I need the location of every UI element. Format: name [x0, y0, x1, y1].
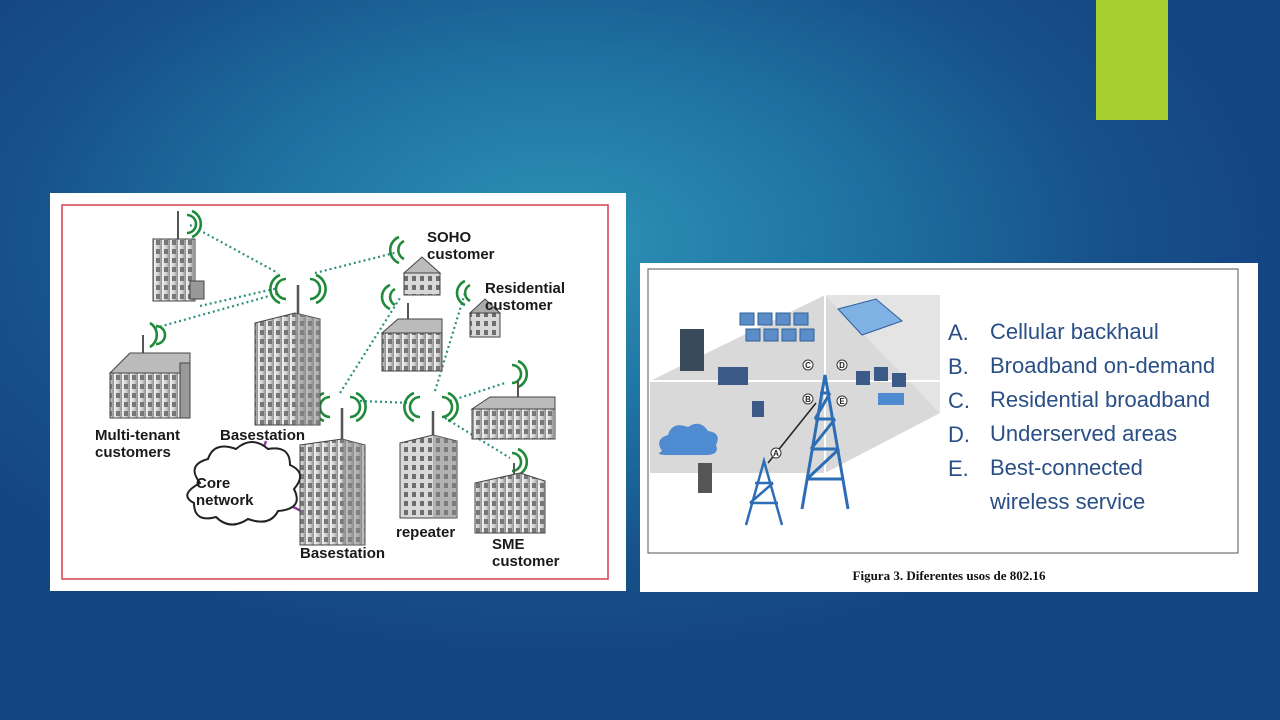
uses-list: A. Cellular backhaul B. Broadband on-deman… [948, 315, 1248, 519]
svg-text:B: B [805, 395, 811, 404]
use-text: Underserved areas [990, 421, 1178, 446]
server-building [680, 329, 704, 371]
sme-customer-label: SME customer [492, 536, 560, 570]
accent-bar [1096, 0, 1168, 120]
internet-cloud [659, 423, 718, 455]
soho-customer-label: SOHO customer [427, 229, 495, 263]
use-markers: A B C D E [770, 359, 848, 459]
multi-tenant-building [108, 335, 191, 419]
isometric-floor [650, 295, 940, 473]
residence-blocks [739, 312, 815, 342]
factory-building [470, 381, 556, 440]
figure-frame [647, 268, 1239, 554]
network-diagram-graphic [61, 204, 609, 580]
use-item: B. Broadband on-demand [948, 349, 1248, 383]
802-16-uses-figure: A B C D E A. Cellular backhaul B. Broadban… [640, 263, 1258, 592]
core-network-label: Core network [196, 475, 254, 509]
diagram-red-frame [61, 204, 609, 580]
svg-text:D: D [839, 361, 845, 370]
svg-text:E: E [839, 397, 845, 406]
svg-text:C: C [805, 361, 811, 370]
basestation-top-building [254, 285, 321, 426]
use-text: Broadband on-demand [990, 353, 1216, 378]
basestation-bottom-label: Basestation [300, 545, 386, 562]
use-text: Residential broadband [990, 387, 1211, 412]
use-letter: B. [948, 354, 969, 379]
small-tower [744, 456, 784, 526]
use-text: Best-connected wireless service [990, 455, 1146, 514]
basestation-top-label: Basestation [220, 427, 306, 444]
server-box [698, 463, 712, 493]
use-item: D. Underserved areas [948, 417, 1248, 451]
basestation-bottom-building [299, 408, 366, 546]
figure-caption: Figura 3. Diferentes usos de 802.16 [852, 568, 1046, 583]
soho-house [402, 256, 442, 296]
residential-customer-label: Residential customer [485, 280, 566, 314]
underserved-area-grid [837, 298, 903, 336]
main-tower [800, 374, 850, 510]
use-item: C. Residential broadband [948, 383, 1248, 417]
multi-tenant-customers-label: Multi-tenant customers [95, 427, 180, 461]
use-letter: C. [948, 388, 970, 413]
residential-block [380, 303, 443, 372]
sme-building [474, 463, 546, 534]
repeater-label: repeater [396, 524, 456, 541]
repeater-tower [399, 411, 458, 519]
uses-illustration: A B C D E [647, 268, 1239, 554]
use-item: A. Cellular backhaul [948, 315, 1248, 349]
hotspot-devices [718, 367, 906, 417]
use-letter: D. [948, 422, 970, 447]
use-text: Cellular backhaul [990, 319, 1159, 344]
wireless-links [154, 224, 511, 459]
core-network-cloud [186, 441, 301, 526]
wimax-network-diagram: SOHO customer Residential customer Multi… [50, 193, 626, 591]
use-letter: E. [948, 456, 969, 481]
office-building [152, 211, 205, 302]
residential-house [468, 298, 502, 338]
use-item: E. Best-connected wireless service [948, 451, 1248, 519]
use-letter: A. [948, 320, 969, 345]
svg-text:A: A [773, 449, 779, 458]
